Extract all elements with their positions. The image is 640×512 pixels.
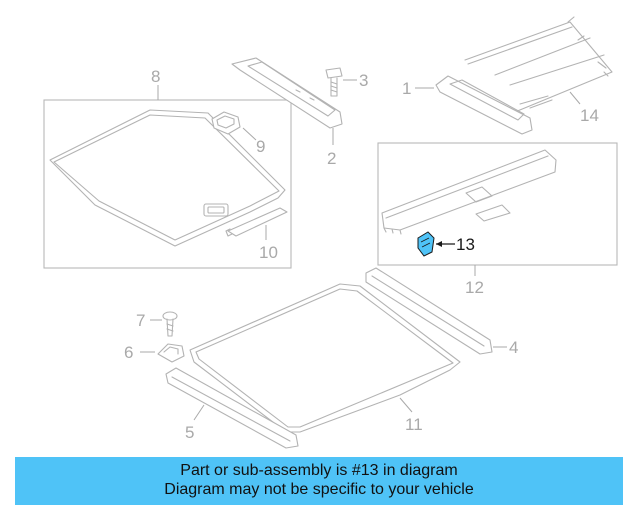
callout-1: 1 [402,79,411,98]
strap-part-10 [225,207,288,237]
parts-diagram: 8 9 10 2 3 [43,16,618,449]
callout-10: 10 [259,243,278,262]
callout-7: 7 [136,311,145,330]
callout-11: 11 [405,415,423,434]
clip-part-9 [211,111,241,135]
callout-9: 9 [256,137,265,156]
screw-part-7 [162,311,178,337]
callout-3: 3 [359,71,368,90]
assembly-box-8 [43,99,292,269]
clip-part-6 [157,343,185,363]
callout-2: 2 [327,149,336,168]
info-banner: Part or sub-assembly is #13 in diagram D… [15,457,623,505]
callout-6: 6 [124,343,133,362]
cargo-cover-part-14 [464,16,613,113]
floor-mat-part-11 [189,283,461,433]
rail-part-4 [365,267,493,355]
cargo-floor-panel [49,109,286,247]
callout-4: 4 [509,338,518,357]
rail-part-5 [165,367,299,449]
assembly-box-12 [377,142,618,266]
banner-line-2: Diagram may not be specific to your vehi… [164,481,474,498]
callout-5: 5 [185,423,194,442]
rail-part-1 [435,75,533,135]
trim-panel-part-12 [381,149,557,235]
bolt-part-3 [325,67,343,97]
banner-line-1: Part or sub-assembly is #13 in diagram [180,462,458,479]
callout-8: 8 [151,67,160,86]
callout-13: 13 [456,235,475,254]
callout-12: 12 [465,278,484,297]
rail-part-2 [231,57,343,129]
clip-part-13-highlighted [417,231,435,257]
callout-14: 14 [580,106,599,125]
